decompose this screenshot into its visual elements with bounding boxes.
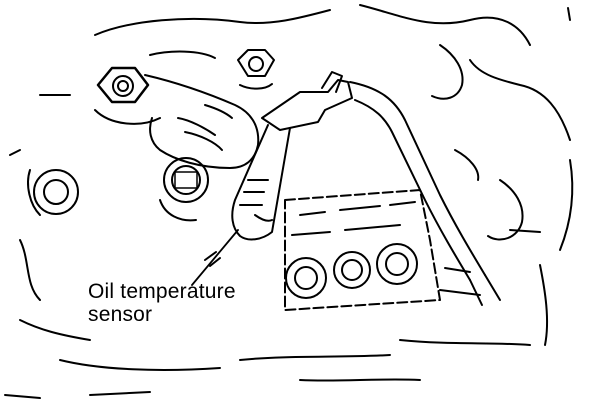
valve-body — [284, 189, 481, 311]
bolt-middle — [159, 157, 209, 222]
wiring-harness — [349, 81, 501, 306]
oil-temperature-sensor — [231, 71, 353, 241]
right-housing — [431, 44, 541, 241]
nut-upper — [237, 49, 275, 90]
callout-leader — [191, 229, 239, 286]
oil-temperature-sensor-label: Oil temperature sensor — [88, 280, 236, 326]
sensor-bracket — [144, 74, 260, 169]
callout-line-2: sensor — [88, 303, 153, 326]
casting-outline — [4, 4, 574, 399]
bolt-upper-left — [94, 66, 161, 125]
left-boss — [33, 169, 79, 215]
callout-line-1: Oil temperature — [88, 280, 236, 303]
